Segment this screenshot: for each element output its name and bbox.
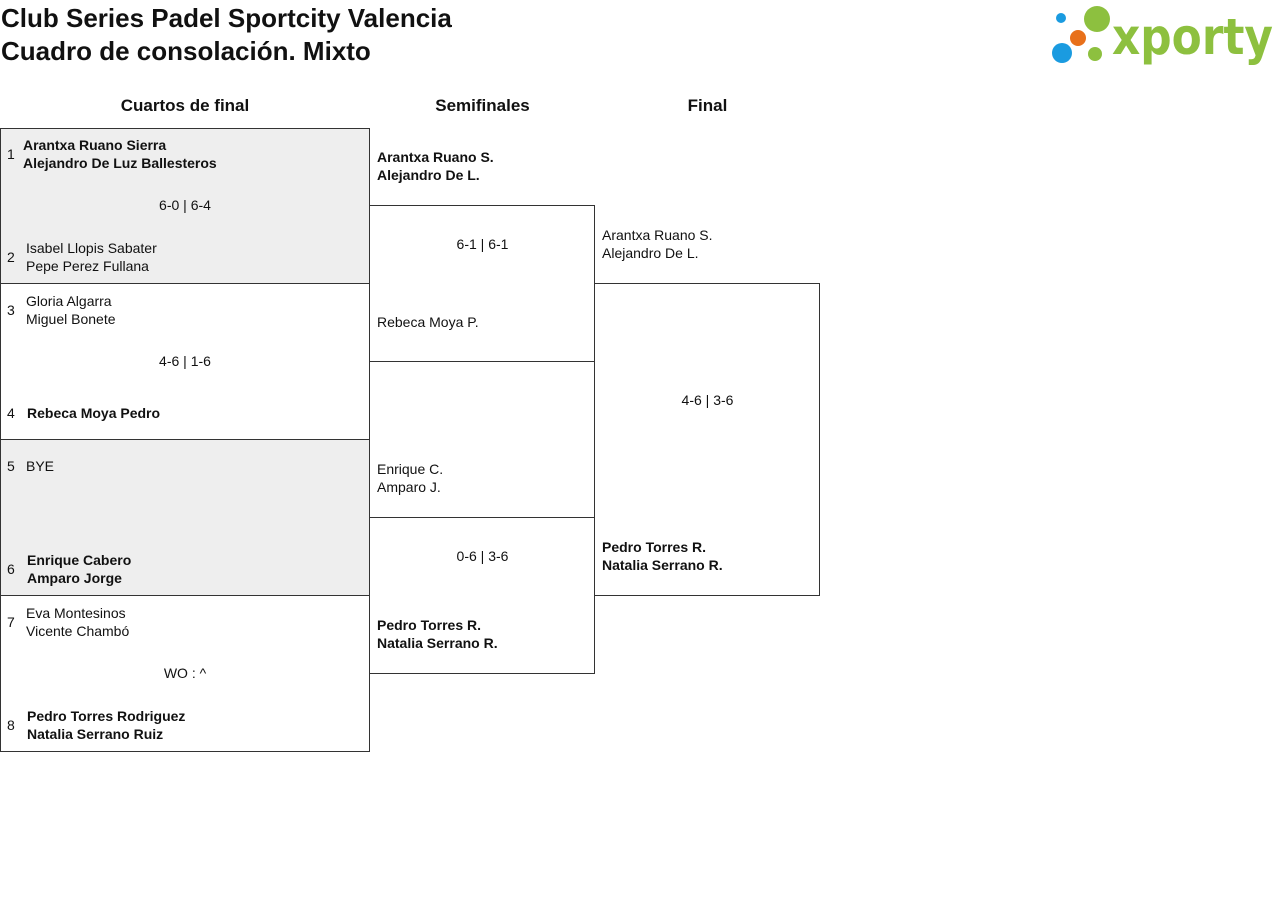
player-name: Alejandro De L.	[602, 245, 699, 261]
player-name: Natalia Serrano R.	[377, 635, 498, 651]
draw-subtitle: Cuadro de consolación. Mixto	[1, 36, 371, 66]
qf4-score: WO : ^	[163, 665, 207, 681]
player-name: Pedro Torres R.	[377, 617, 481, 633]
player-name: Arantxa Ruano Sierra	[23, 137, 167, 153]
logo-wordmark: xporty	[1112, 8, 1273, 66]
seed-number: 4	[7, 405, 15, 421]
player-name: Miguel Bonete	[26, 311, 116, 327]
qf1-score: 6-0 | 6-4	[159, 197, 211, 213]
player-name: Gloria Algarra	[26, 293, 112, 309]
sf1-score: 6-1 | 6-1	[456, 236, 509, 252]
seed-number: 1	[7, 146, 15, 162]
qf2-score: 4-6 | 1-6	[159, 353, 211, 369]
qf2-bottom-team: 4 Rebeca Moya Pedro	[7, 404, 160, 422]
final-bottom-team: Pedro Torres R. Natalia Serrano R.	[602, 538, 723, 574]
player-name: Arantxa Ruano S.	[602, 227, 713, 243]
player-name: Alejandro De L.	[377, 167, 480, 183]
logo-dot-blue	[1052, 43, 1072, 63]
player-name: Rebeca Moya P.	[377, 314, 479, 330]
tournament-title: Club Series Padel Sportcity Valencia	[1, 3, 452, 33]
sf2-top-team: Enrique C. Amparo J.	[377, 460, 443, 496]
player-name: Natalia Serrano R.	[602, 557, 723, 573]
player-name: Rebeca Moya Pedro	[27, 405, 161, 421]
player-name: Pepe Perez Fullana	[26, 258, 149, 274]
sf1-bottom-team: Rebeca Moya P.	[377, 313, 479, 331]
qf4-bottom-team: 8 Pedro Torres Rodriguez Natalia Serrano…	[7, 707, 185, 743]
qf-match-1	[0, 128, 370, 284]
qf4-top-team: 7 Eva Montesinos Vicente Chambó	[7, 604, 129, 640]
logo-dot-green	[1056, 13, 1066, 23]
player-name: Pedro Torres Rodriguez	[27, 708, 186, 724]
player-name: Alejandro De Luz Ballesteros	[23, 155, 217, 171]
sf2-score: 0-6 | 3-6	[456, 548, 509, 564]
qf-match-3	[0, 439, 370, 596]
logo-dot-orange	[1070, 30, 1086, 46]
final-score: 4-6 | 3-6	[681, 392, 734, 408]
seed-number: 7	[7, 614, 15, 630]
player-name: Amparo J.	[377, 479, 441, 495]
logo-dot-small-green	[1088, 47, 1102, 61]
sf-match-1	[369, 205, 595, 362]
sf2-bottom-team: Pedro Torres R. Natalia Serrano R.	[377, 616, 498, 652]
player-name: Vicente Chambó	[26, 623, 130, 639]
seed-number: 3	[7, 302, 15, 318]
player-name: Enrique Cabero	[27, 552, 132, 568]
final-top-team: Arantxa Ruano S. Alejandro De L.	[602, 226, 713, 262]
title-block: Club Series Padel Sportcity Valencia Cua…	[1, 2, 452, 68]
heading-quarterfinals: Cuartos de final	[120, 96, 250, 115]
qf3-bottom-team: 6 Enrique Cabero Amparo Jorge	[7, 551, 131, 587]
logo-dot-large-green	[1084, 6, 1110, 32]
player-name: Enrique C.	[377, 461, 444, 477]
qf1-top-team: 1 Arantxa Ruano Sierra Alejandro De Luz …	[7, 136, 217, 172]
seed-number: 8	[7, 717, 15, 733]
qf3-top-team: 5 BYE	[7, 457, 54, 475]
seed-number: 2	[7, 249, 15, 265]
seed-number: 5	[7, 458, 15, 474]
player-name: Amparo Jorge	[27, 570, 122, 586]
player-name: Arantxa Ruano S.	[377, 149, 494, 165]
sf1-top-team: Arantxa Ruano S. Alejandro De L.	[377, 148, 494, 184]
player-name: Pedro Torres R.	[602, 539, 706, 555]
qf2-top-team: 3 Gloria Algarra Miguel Bonete	[7, 292, 116, 328]
player-name: BYE	[26, 458, 55, 474]
player-name: Eva Montesinos	[26, 605, 126, 621]
qf1-bottom-team: 2 Isabel Llopis Sabater Pepe Perez Fulla…	[7, 239, 157, 275]
heading-semifinals: Semifinales	[435, 96, 530, 115]
final-match	[594, 283, 820, 596]
player-name: Isabel Llopis Sabater	[26, 240, 157, 256]
seed-number: 6	[7, 561, 15, 577]
heading-final: Final	[687, 96, 728, 115]
player-name: Natalia Serrano Ruiz	[27, 726, 164, 742]
xporty-logo: xporty	[1052, 6, 1273, 66]
